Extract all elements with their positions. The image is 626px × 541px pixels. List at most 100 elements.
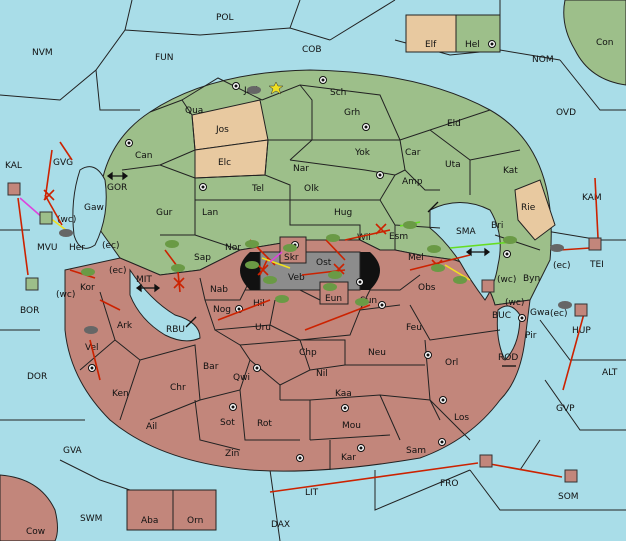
label-nog: Nog [213, 305, 231, 315]
label-gvg: GVG [53, 158, 73, 168]
label-sam: Sam [406, 446, 426, 456]
label-wc4: (wc) [505, 298, 524, 308]
label-mvu: MVU [37, 243, 58, 253]
label-wc1: (wc) [57, 215, 76, 225]
label-ec2: (ec) [109, 266, 127, 276]
label-yok: Yok [354, 148, 371, 158]
label-wc3: (wc) [497, 275, 516, 285]
label-wil: Wil [357, 233, 371, 243]
label-nor: Nor [225, 243, 241, 253]
label-ail: Ail [146, 422, 157, 432]
unit-tokens [7, 81, 602, 483]
label-zin: Zin [225, 449, 239, 459]
label-tel: Tel [251, 184, 264, 194]
label-esm: Esm [389, 232, 408, 242]
label-nom: NOM [532, 55, 554, 65]
label-fro: FRO [440, 479, 459, 489]
label-rod: ROD [498, 353, 518, 363]
label-dor: DOR [27, 372, 47, 382]
label-nar: Nar [293, 164, 309, 174]
label-rie: Rie [521, 203, 536, 213]
label-elf: Elf [425, 40, 437, 50]
label-som: SOM [558, 492, 579, 502]
label-car: Car [405, 148, 421, 158]
label-her: Her [69, 243, 85, 253]
label-kor: Kor [80, 283, 95, 293]
label-dax: DAX [271, 520, 290, 530]
label-nvm: NVM [32, 48, 53, 58]
label-ec4: (ec) [553, 261, 571, 271]
label-sot: Sot [220, 418, 235, 428]
label-cow: Cow [26, 527, 45, 537]
label-sch: Sch [330, 88, 346, 98]
label-con: Con [596, 38, 614, 48]
label-chr: Chr [170, 383, 186, 393]
label-rbu: RBU [166, 325, 185, 335]
label-qua: Qua [185, 106, 203, 116]
label-alt: ALT [602, 368, 618, 378]
label-gwa: Gwa [530, 308, 550, 318]
label-gor: GOR [107, 183, 127, 193]
label-jos: Jos [215, 125, 229, 135]
supply-centers [88, 40, 526, 462]
label-chp: Chp [299, 348, 317, 358]
label-neu: Neu [368, 348, 386, 358]
label-mel: Mel [408, 253, 424, 263]
label-fun: FUN [155, 53, 174, 63]
label-tei: TEI [589, 260, 604, 270]
label-cob: COB [302, 45, 322, 55]
label-sma: SMA [456, 227, 476, 237]
label-ost: Ost [316, 258, 332, 268]
label-bar: Bar [203, 362, 219, 372]
label-bor: BOR [20, 306, 39, 316]
label-veb: Veb [288, 273, 305, 283]
label-los: Los [454, 413, 469, 423]
label-mit: MIT [136, 275, 152, 285]
label-eld: Eld [447, 119, 461, 129]
label-obs: Obs [418, 283, 436, 293]
label-bri: Bri [491, 221, 503, 231]
label-sap: Sap [194, 253, 211, 263]
label-gvp: GVP [556, 404, 575, 414]
label-olk: Olk [304, 184, 320, 194]
label-ark: Ark [117, 321, 133, 331]
label-lan: Lan [202, 208, 218, 218]
label-nab: Nab [210, 285, 228, 295]
rie-province[interactable] [514, 179, 556, 241]
gor-sea[interactable] [72, 166, 107, 249]
crossing-arrows [106, 171, 516, 367]
label-gur: Gur [156, 208, 173, 218]
orn-box[interactable] [172, 489, 217, 531]
label-ken: Ken [112, 389, 129, 399]
label-hel: Hel [465, 40, 480, 50]
label-buc: BUC [492, 311, 511, 321]
label-pol: POL [216, 13, 234, 23]
label-can: Can [135, 151, 153, 161]
label-elc: Elc [218, 158, 231, 168]
label-hug: Hug [334, 208, 352, 218]
label-eun: Eun [325, 294, 342, 304]
cow-island[interactable] [0, 474, 58, 541]
label-kal: KAL [5, 161, 22, 171]
label-nil: Nil [316, 369, 328, 379]
label-mou: Mou [342, 421, 361, 431]
con-island[interactable] [563, 0, 626, 86]
label-qwi: Qwi [233, 373, 250, 383]
label-skr: Skr [284, 253, 299, 263]
label-orl: Orl [445, 358, 458, 368]
label-pir: Pir [525, 331, 537, 341]
label-uta: Uta [445, 160, 461, 170]
label-ec3: (ec) [550, 309, 568, 319]
label-aba: Aba [141, 516, 158, 526]
label-rot: Rot [257, 419, 272, 429]
label-uru: Uru [255, 323, 271, 333]
rod-sea[interactable] [496, 305, 521, 361]
label-gaw: Gaw [84, 203, 104, 213]
label-lit: LIT [305, 488, 319, 498]
rbu-sea[interactable] [129, 268, 201, 342]
label-amp: Amp [402, 177, 423, 187]
label-ec1: (ec) [102, 241, 120, 251]
label-kar: Kar [341, 453, 356, 463]
